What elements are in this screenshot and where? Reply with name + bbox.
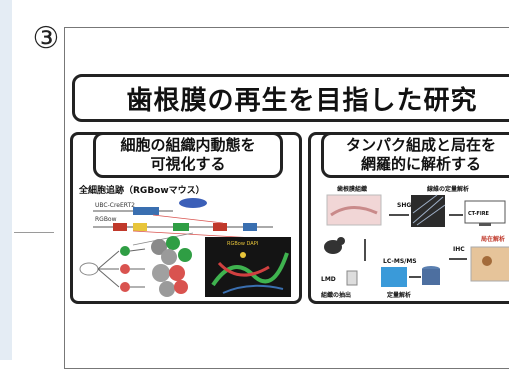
cell-green — [120, 246, 130, 256]
arrow-line-3 — [132, 232, 194, 246]
right-panel-header: タンパク組成と局在を 網羅的に解析する — [321, 132, 509, 178]
left-header-line2: 可視化する — [150, 155, 226, 173]
tissue-stain — [330, 206, 378, 217]
construct-box-1 — [133, 207, 159, 215]
ihc-stain — [482, 256, 492, 266]
mouse-head — [337, 237, 345, 245]
mouse-icon — [324, 240, 342, 254]
construct-red-2 — [213, 223, 227, 231]
cluster-grey-2 — [161, 249, 177, 265]
lmd-device — [346, 270, 358, 286]
red-cells — [217, 261, 270, 277]
cluster-red-2 — [174, 280, 188, 294]
cre-oval — [179, 198, 207, 208]
label-lcms: LC-MS/MS — [383, 258, 417, 265]
microscopy-label: RGBow DAPI — [227, 241, 258, 247]
label-shg: SHG — [397, 202, 411, 209]
label-localization: 局在解析 — [480, 235, 505, 243]
construct-blue — [243, 223, 257, 231]
cell-red — [120, 264, 130, 274]
lcms-instrument — [381, 267, 407, 287]
label-lmd: LMD — [321, 276, 336, 283]
cluster-grey-1 — [151, 239, 167, 255]
blue-nuclei — [222, 284, 284, 294]
tree-branch-3 — [97, 268, 120, 288]
divider-line — [14, 232, 54, 233]
arrow-line-1 — [152, 214, 224, 224]
label-ihc: IHC — [453, 246, 465, 253]
ihc-image — [470, 246, 509, 282]
cluster-green-1 — [166, 236, 180, 250]
construct-label-2: RGBow — [95, 216, 117, 223]
construct-label-1: UBC-CreERT2 — [95, 202, 135, 209]
tree-branch-1 — [97, 250, 120, 270]
construct-yellow — [133, 223, 147, 231]
construct-red — [113, 223, 127, 231]
label-fiber: 線維の定量解析 — [427, 185, 469, 193]
label-tissue: 歯根膜組織 — [337, 185, 367, 193]
right-header-line2: 網羅的に解析する — [360, 155, 481, 173]
database-body — [422, 269, 440, 285]
left-header-line1: 細胞の組織内動態を — [120, 136, 256, 154]
left-figure-title: 全細胞追跡（RGBowマウス） — [78, 184, 205, 196]
step-number: ③ — [32, 21, 60, 56]
left-panel-header: 細胞の組織内動態を 可視化する — [93, 132, 283, 178]
cluster-grey-3 — [152, 264, 170, 282]
cluster-grey-4 — [159, 281, 175, 297]
left-panel: 細胞の組織内動態を 可視化する 全細胞追跡（RGBowマウス） UBC-CreE… — [70, 132, 302, 304]
cluster-red-1 — [169, 265, 185, 281]
cell-red-2 — [120, 282, 130, 292]
right-header-line1: タンパク組成と局在を — [345, 136, 496, 154]
left-margin-strip — [0, 0, 12, 360]
tree-branch-4 — [129, 248, 146, 252]
construct-green — [173, 223, 189, 231]
left-figure: 全細胞追跡（RGBowマウス） UBC-CreERT2 RGBow — [78, 184, 291, 297]
collagen-fibers — [412, 194, 446, 226]
label-quant: 定量解析 — [386, 291, 411, 299]
slide-title: 歯根膜の再生を目指した研究 — [126, 85, 478, 116]
label-ctfire: CT-FIRE — [468, 211, 490, 217]
progenitor-cell — [79, 262, 99, 276]
cluster-green-2 — [178, 248, 192, 262]
monitor-stand — [479, 223, 491, 226]
title-box: 歯根膜の再生を目指した研究 — [72, 74, 509, 122]
right-panel: タンパク組成と局在を 網羅的に解析する 歯根膜組織 線維の定量解析 SHG CT… — [308, 132, 509, 304]
label-extraction: 組織の抽出 — [321, 291, 351, 299]
yellow-spot — [240, 252, 246, 258]
right-figure: 歯根膜組織 線維の定量解析 SHG CT-FIRE LMD LC-MS/MS I… — [321, 185, 509, 299]
